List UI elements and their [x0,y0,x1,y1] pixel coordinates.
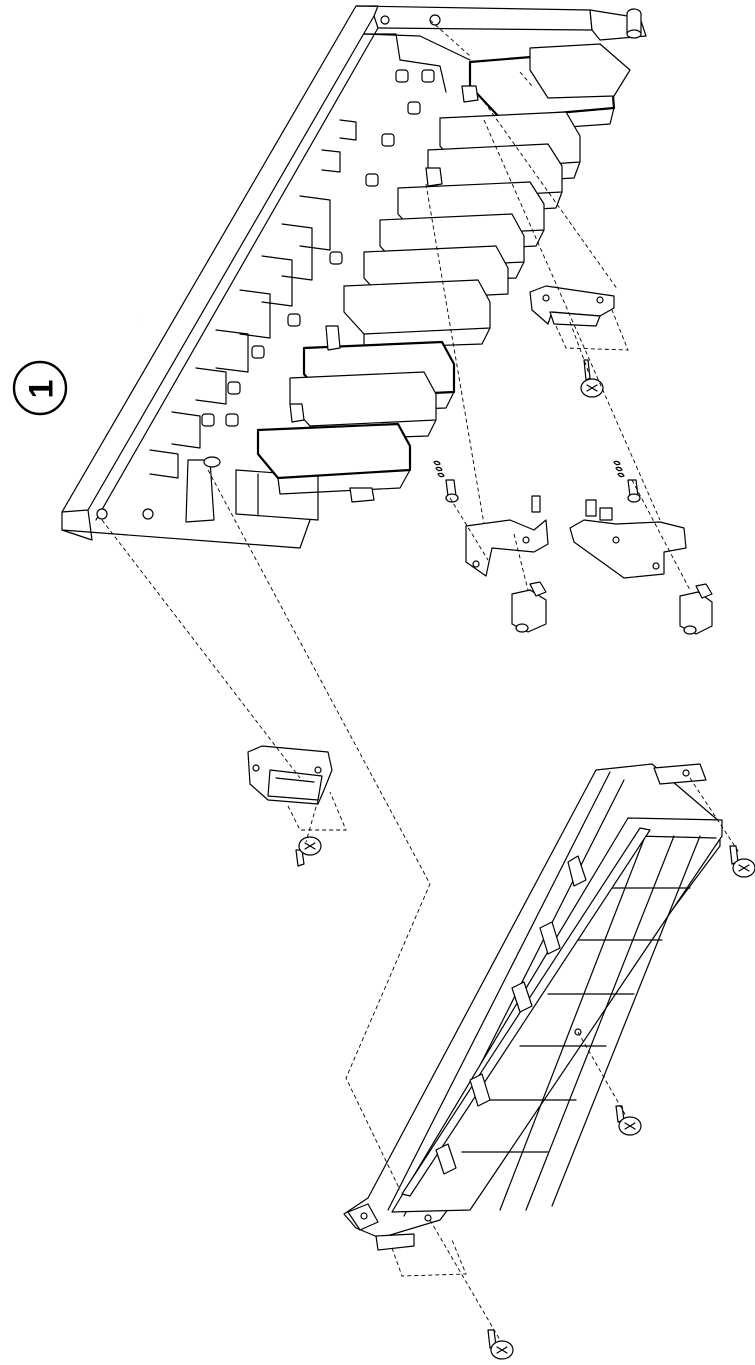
screw-icon [580,359,604,398]
knob-icon [511,581,547,633]
key-2 [529,43,631,99]
main-chassis-frame [61,5,647,549]
screw-icon [615,1105,642,1136]
key-8 [343,279,491,349]
bracket-middle-right [569,499,687,579]
spring-icon [613,460,641,503]
figure-number-text: 1 [21,379,60,399]
assembly-guide-lines [101,19,741,1341]
bracket-right-top [529,285,629,351]
figure-number-badge [12,360,68,416]
figure-number-label: 1 [10,358,72,420]
key-stack [256,43,631,503]
spring-icon [433,460,459,503]
knob-icon [679,583,713,635]
screw-icon [729,845,755,878]
screw-icon [487,1329,514,1360]
bracket-middle-left [465,495,549,577]
pin-icon [626,8,642,39]
screw-icon [295,836,322,867]
lower-cover-panel [343,763,723,1251]
key-11 [256,422,412,495]
bracket-left [247,745,347,831]
